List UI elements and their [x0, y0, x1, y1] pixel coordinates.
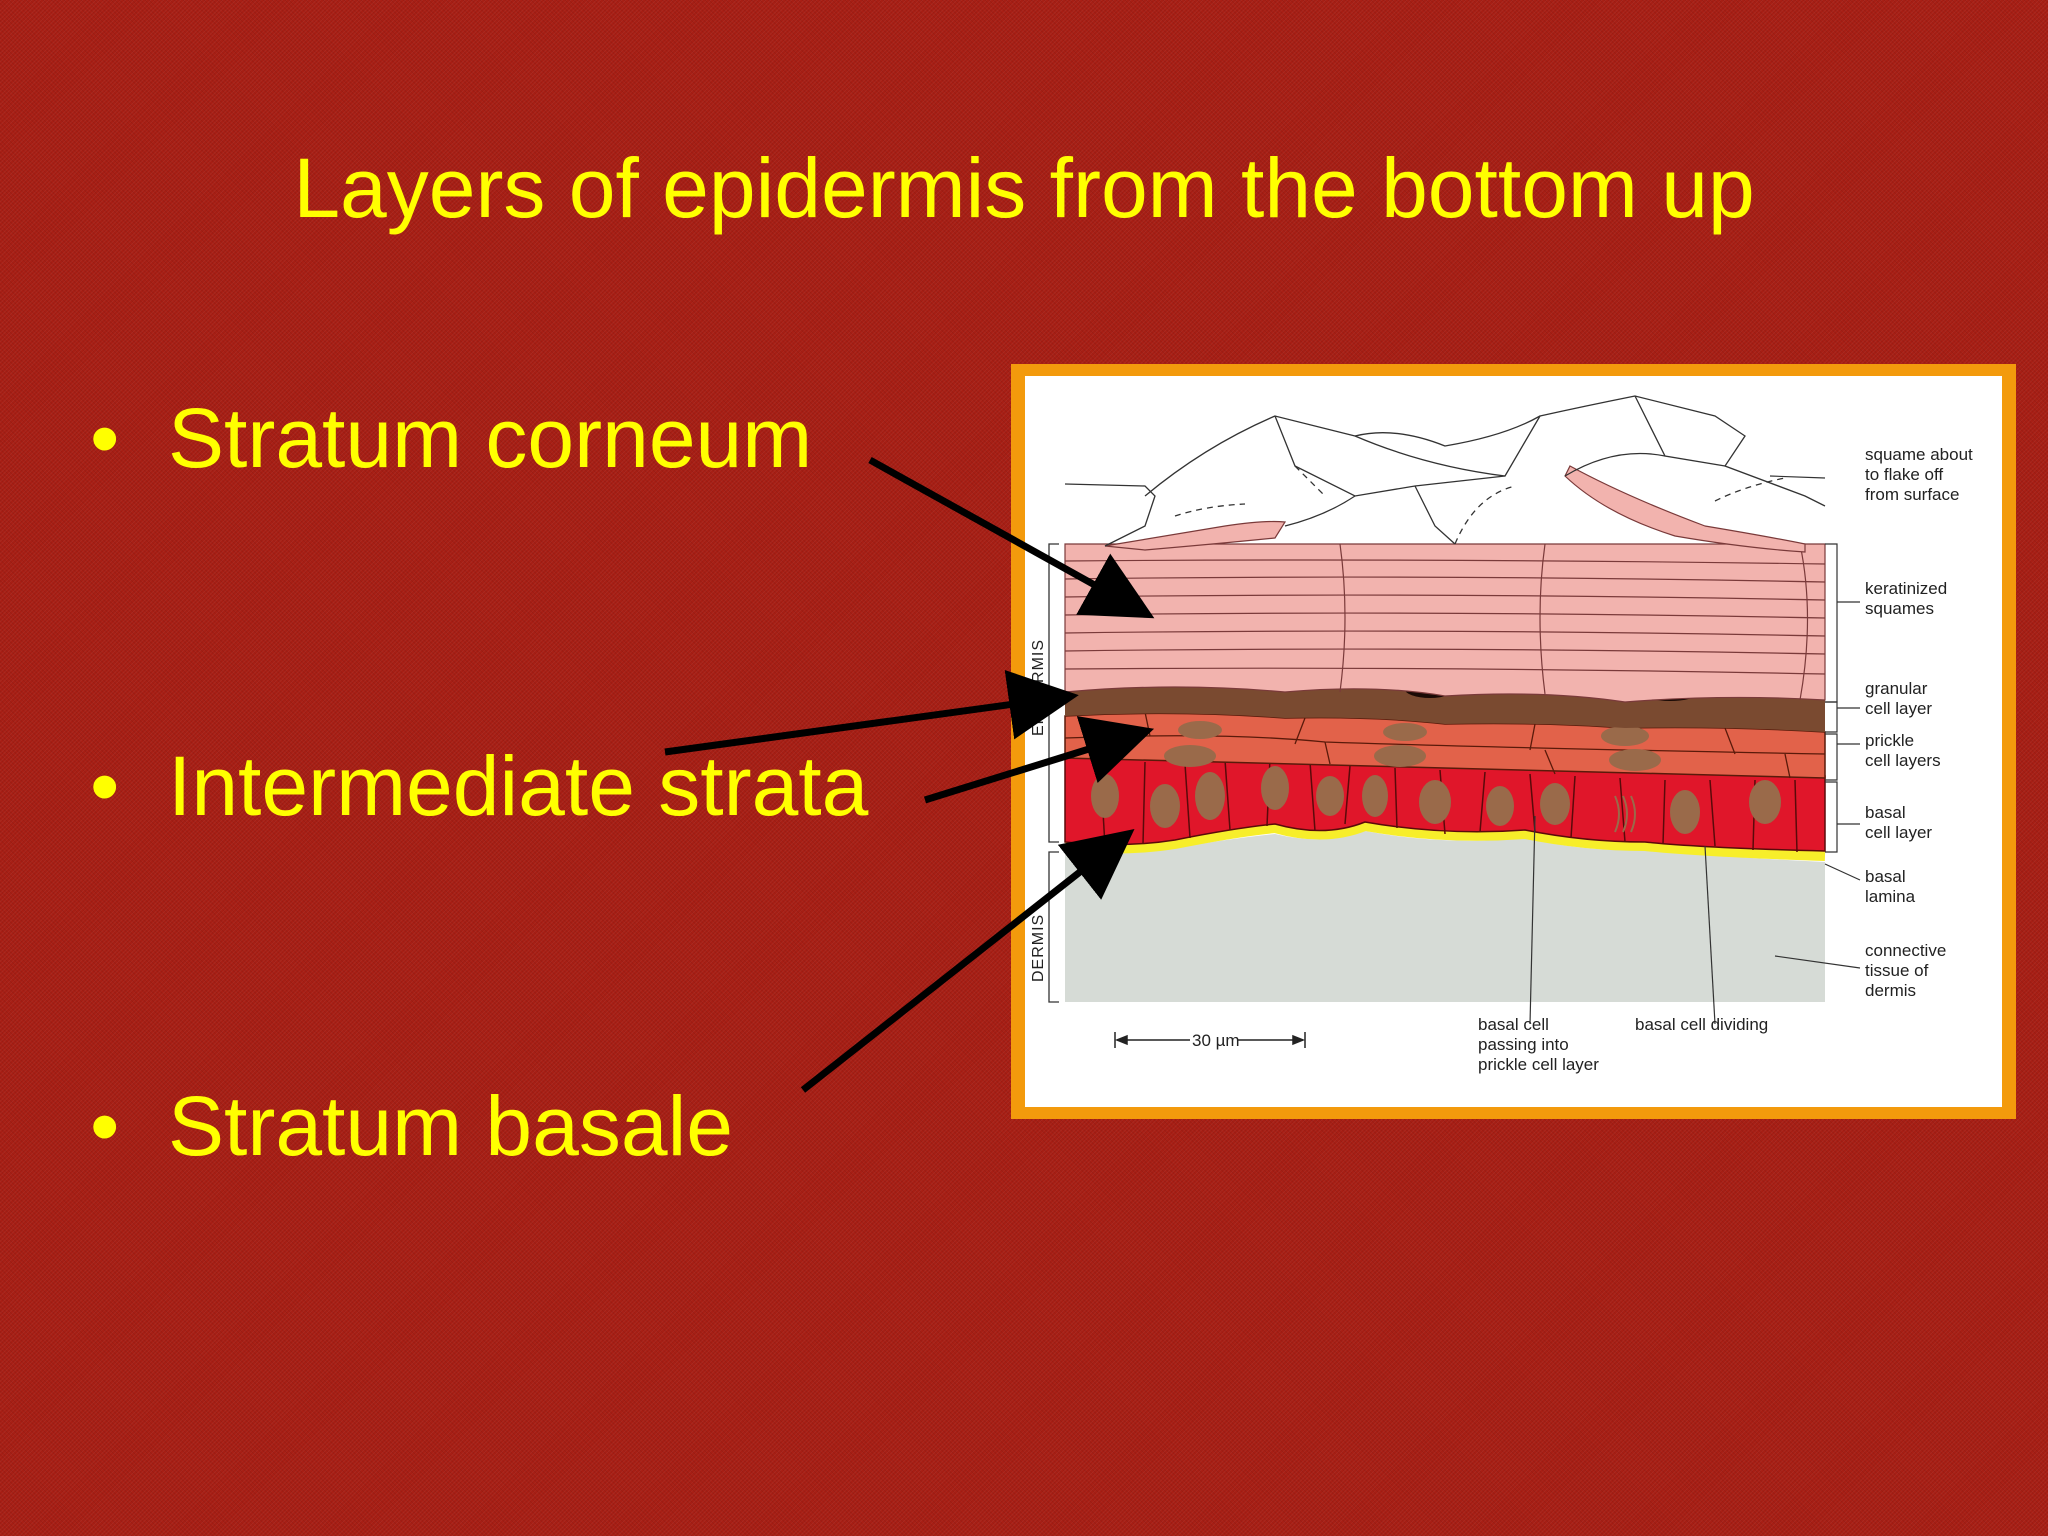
surface-squames	[1064, 395, 1826, 547]
bullet-dot: •	[90, 1079, 120, 1173]
svg-text:basal cell dividing: basal cell dividing	[1635, 1015, 1768, 1034]
svg-text:passing into: passing into	[1478, 1035, 1569, 1054]
bullet-dot: •	[90, 739, 120, 833]
dermis-side-label: DERMIS	[1030, 914, 1047, 982]
right-brackets	[1529, 475, 1861, 1025]
svg-text:connective: connective	[1865, 941, 1946, 960]
svg-text:prickle cell layer: prickle cell layer	[1478, 1055, 1599, 1074]
lifting-squame	[1104, 520, 1287, 551]
svg-text:dermis: dermis	[1865, 981, 1916, 1000]
bullet-stratum-corneum: • Stratum corneum	[90, 390, 812, 487]
dermis-region	[1065, 831, 1825, 1002]
svg-text:squame about: squame about	[1865, 445, 1973, 464]
epidermis-figure: EPIDERMIS DERMIS squame about to flake o…	[1025, 376, 2002, 1107]
bottom-labels: basal cell passing into prickle cell lay…	[1478, 1015, 1768, 1074]
keratin-lines	[1064, 543, 1826, 701]
svg-text:squames: squames	[1865, 599, 1934, 618]
svg-text:basal: basal	[1865, 867, 1906, 886]
dividing-cell	[1614, 795, 1636, 833]
scale-bar	[1114, 1032, 1306, 1048]
svg-text:keratinized: keratinized	[1865, 579, 1947, 598]
epidermis-figure-frame: EPIDERMIS DERMIS squame about to flake o…	[1011, 364, 2016, 1119]
bullet-text: Stratum corneum	[168, 391, 813, 485]
basal-nuclei	[1091, 766, 1781, 834]
arrow-corneum	[868, 456, 1155, 619]
scale-bar-label: 30 µm	[1192, 1031, 1240, 1050]
basal-lamina	[1064, 820, 1826, 861]
svg-text:cell layer: cell layer	[1865, 823, 1932, 842]
svg-text:basal cell: basal cell	[1478, 1015, 1549, 1034]
arrow-intermediate-prickle	[923, 716, 1155, 804]
flaking-squame	[1564, 465, 1806, 553]
keratin-layer	[1064, 543, 1826, 703]
svg-text:from surface: from surface	[1865, 485, 1959, 504]
bullet-text: Stratum basale	[168, 1079, 733, 1173]
slide-title: Layers of epidermis from the bottom up	[293, 141, 1755, 235]
svg-text:cell layer: cell layer	[1865, 699, 1932, 718]
svg-text:cell layers: cell layers	[1865, 751, 1941, 770]
arrow-basale	[800, 829, 1135, 1093]
right-labels: squame about to flake off from surface k…	[1865, 445, 1973, 1000]
prickle-nuclei	[1164, 721, 1661, 771]
svg-text:basal: basal	[1865, 803, 1906, 822]
svg-text:to flake off: to flake off	[1865, 465, 1943, 484]
svg-text:tissue of: tissue of	[1865, 961, 1929, 980]
svg-text:lamina: lamina	[1865, 887, 1916, 906]
arrow-intermediate-granular	[664, 669, 1079, 756]
granular-layer	[1065, 687, 1825, 732]
bullet-dot: •	[90, 391, 120, 485]
svg-text:granular: granular	[1865, 679, 1928, 698]
bullet-stratum-basale: • Stratum basale	[90, 1078, 733, 1175]
svg-text:prickle: prickle	[1865, 731, 1914, 750]
bullet-text: Intermediate strata	[168, 739, 869, 833]
bullet-intermediate-strata: • Intermediate strata	[90, 738, 868, 835]
